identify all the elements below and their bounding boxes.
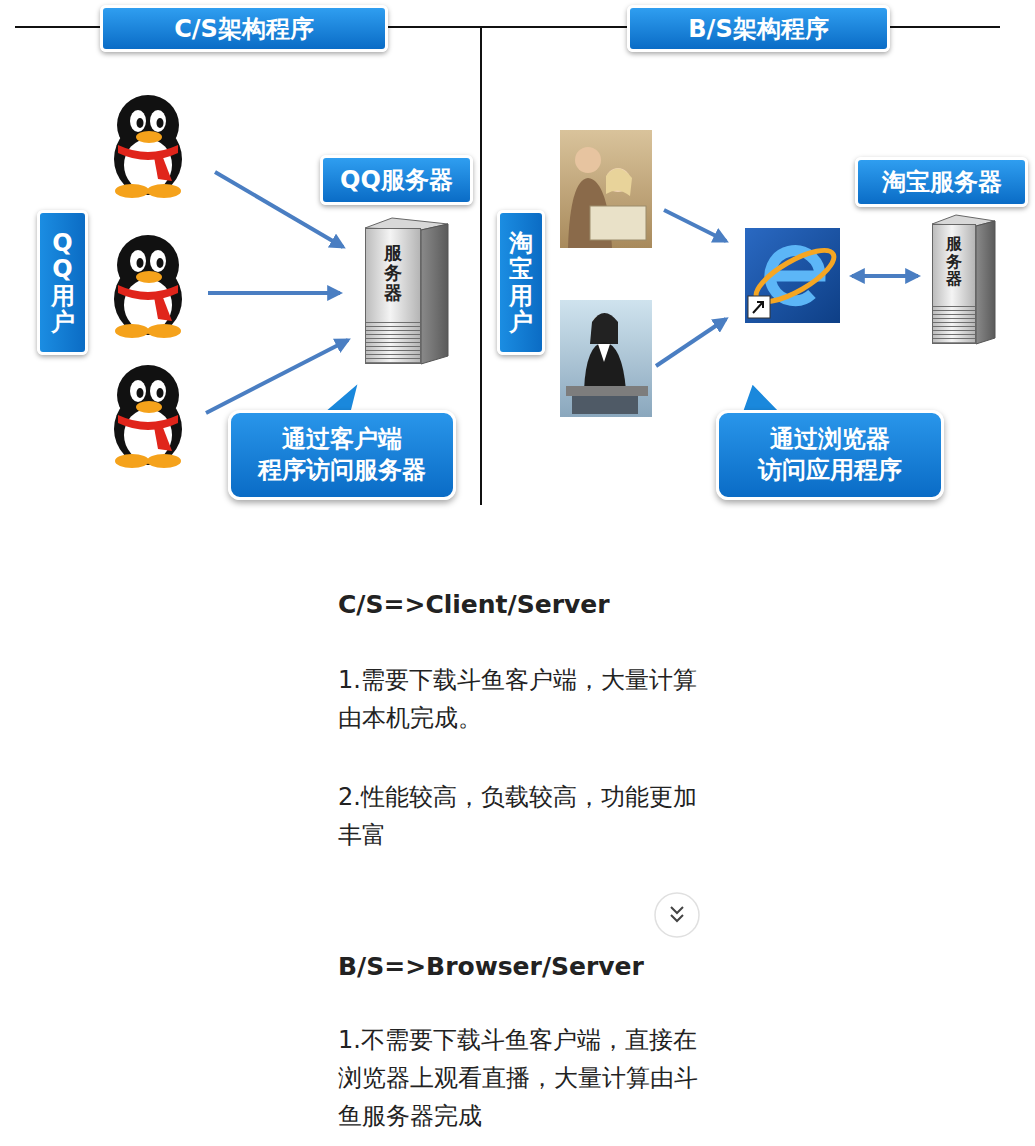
node-text: 通过客户端 程序访问服务器 [241, 424, 443, 486]
node-text: B/S架构程序 [688, 13, 828, 45]
section-heading: C/S=>Client/Server [338, 586, 738, 624]
node-text: QQ服务器 [340, 164, 453, 196]
description-text: 1.需要下载斗鱼客户端，大量计算由本机完成。 [338, 661, 703, 737]
vertical-label-text: 服务器 [946, 235, 962, 288]
node-text: 淘宝服务器 [882, 166, 1002, 198]
callout-box: 通过浏览器 访问应用程序 [716, 410, 944, 500]
section-heading: B/S=>Browser/Server [338, 948, 738, 986]
server: 服务器 [932, 224, 976, 344]
description-text: 2.性能较高，负载较高，功能更加丰富 [338, 778, 703, 854]
node-text: 通过浏览器 访问应用程序 [729, 424, 931, 486]
description-text: 1.不需要下载斗鱼客户端，直接在浏览器上观看直播，大量计算由斗鱼服务器完成 [338, 1021, 703, 1135]
server-label: 淘宝服务器 [855, 157, 1028, 207]
vertical-label-text: 淘宝用户 [509, 230, 533, 336]
vertical-label-text: QQ用户 [51, 230, 75, 336]
user-group-label: 淘宝用户 [497, 210, 545, 355]
node-text: C/S架构程序 [174, 13, 314, 45]
server-label: QQ服务器 [320, 155, 473, 205]
user-group-label: QQ用户 [37, 210, 88, 355]
callout-box: 通过客户端 程序访问服务器 [228, 410, 456, 500]
vertical-label-text: 服务器 [384, 243, 402, 302]
title-tab: B/S架构程序 [627, 5, 890, 52]
title-tab: C/S架构程序 [100, 5, 388, 52]
server: 服务器 [365, 228, 421, 364]
